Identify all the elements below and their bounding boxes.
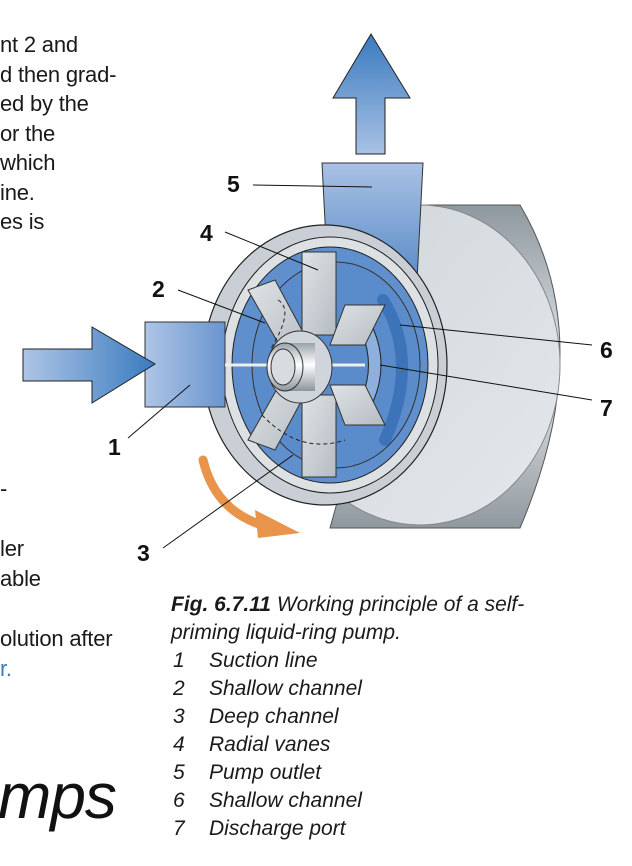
callout-6: 6	[600, 337, 613, 363]
pump-diagram: 1 2 3 4 5 6 7	[22, 33, 613, 566]
legend-number: 1	[173, 649, 185, 672]
legend-number: 7	[173, 817, 185, 840]
legend-label: Shallow channel	[209, 677, 362, 700]
suction-pipe	[144, 321, 226, 408]
text-line: which	[0, 150, 56, 175]
text-line: or the	[0, 120, 56, 146]
caption-text: Working principle of a self-	[271, 593, 525, 616]
rotation-direction-arrow-icon	[198, 455, 300, 538]
text-line: ine.	[0, 179, 35, 205]
text-line: olution after	[0, 626, 113, 651]
text-line: able	[0, 565, 41, 591]
text-line: -	[0, 476, 8, 501]
legend-label: Discharge port	[209, 817, 346, 840]
radial-vanes	[225, 251, 386, 478]
body-text-fragment: ler able	[0, 534, 41, 593]
text-line: r.	[0, 655, 12, 681]
text-line: ler	[0, 536, 24, 561]
text-line: d then grad-	[0, 61, 117, 87]
text-line: ed by the	[0, 91, 89, 116]
callout-7: 7	[600, 395, 613, 421]
caption-text: priming liquid-ring pump.	[171, 621, 401, 644]
legend-label: Radial vanes	[209, 733, 331, 756]
text-line: es is	[0, 209, 45, 234]
callout-5: 5	[227, 171, 240, 197]
figure-number: Fig. 6.7.11	[171, 593, 271, 616]
outlet-flow-arrow-icon	[332, 33, 411, 155]
legend-label: Pump outlet	[209, 761, 322, 784]
legend-number: 4	[173, 733, 185, 756]
callout-leader-lines	[127, 184, 593, 549]
legend-label: Shallow channel	[209, 789, 362, 812]
legend-item: 4 Radial vanes	[173, 731, 362, 759]
callout-1: 1	[108, 434, 121, 460]
legend-item: 1 Suction line	[173, 647, 362, 675]
callout-3: 3	[137, 540, 150, 566]
legend-item: 7 Discharge port	[173, 815, 362, 843]
body-text-fragment: -	[0, 474, 7, 504]
legend-number: 5	[173, 761, 185, 784]
legend-item: 3 Deep channel	[173, 703, 362, 731]
impeller-hub	[266, 330, 333, 404]
body-text-fragment: olution after r.	[0, 624, 113, 683]
legend-number: 3	[173, 705, 185, 728]
hidden-vane-outline	[261, 299, 346, 445]
legend-item: 6 Shallow channel	[173, 787, 362, 815]
callout-2: 2	[152, 276, 165, 302]
legend-label: Deep channel	[209, 705, 339, 728]
callout-4: 4	[200, 220, 213, 246]
legend-number: 6	[173, 789, 185, 812]
figure-caption: Fig. 6.7.11 Working principle of a self-…	[171, 591, 524, 647]
legend-label: Suction line	[209, 649, 318, 672]
body-text-top: nt 2 and d then grad- ed by the or the w…	[0, 30, 116, 237]
inlet-flow-arrow-icon	[22, 326, 156, 404]
legend-item: 5 Pump outlet	[173, 759, 362, 787]
legend-item: 2 Shallow channel	[173, 675, 362, 703]
text-line: nt 2 and	[0, 32, 78, 57]
section-heading: mps	[0, 760, 117, 832]
legend-number: 2	[173, 677, 185, 700]
